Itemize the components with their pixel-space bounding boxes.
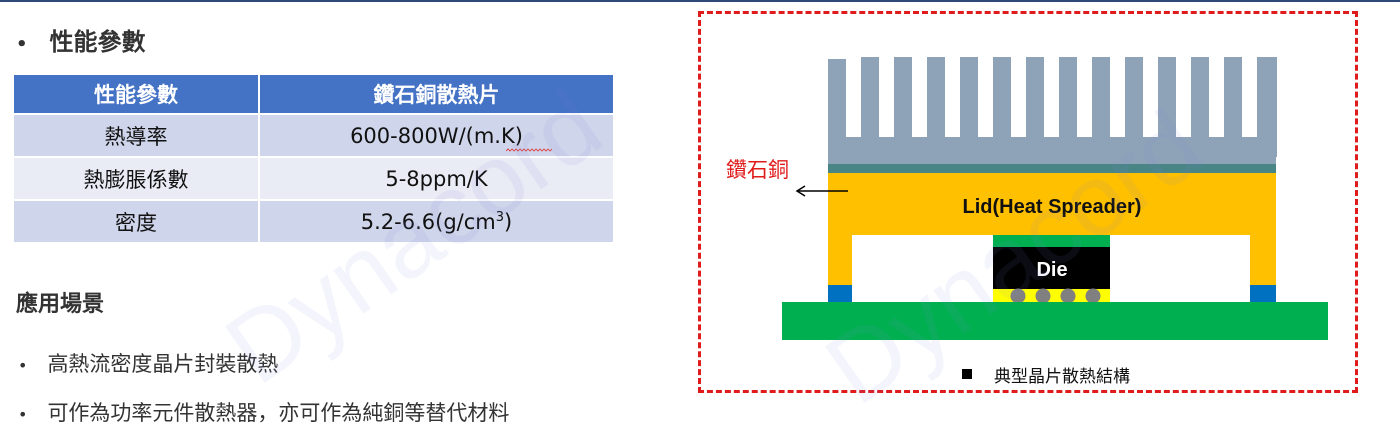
square-bullet-icon <box>962 369 972 379</box>
cell: 熱導率 <box>12 113 260 158</box>
cell: 熱膨脹係數 <box>12 156 260 201</box>
die-tim <box>993 235 1110 247</box>
die <box>993 247 1110 289</box>
paren: ) <box>504 209 513 234</box>
diagram-caption: 典型晶片散熱結構 <box>994 367 1130 387</box>
top-border <box>0 0 1400 2</box>
thermal-interface-layer <box>828 164 1276 173</box>
diagram-frame <box>698 11 1358 393</box>
header-cell: 性能參數 <box>12 73 260 115</box>
heatsink-fin <box>960 57 978 157</box>
heatsink-fin <box>1026 57 1044 157</box>
material-label: 鑽石銅 <box>726 158 789 182</box>
heatsink-fin <box>1224 57 1242 157</box>
list-item: •可作為功率元件散熱器，亦可作為純銅等替代材料 <box>18 401 510 425</box>
heatsink-fin <box>927 57 945 157</box>
heatsink-fin <box>993 57 1011 157</box>
applications-title: 應用場景 <box>16 292 105 317</box>
solder-ball <box>1010 288 1026 304</box>
substrate <box>782 302 1328 340</box>
die-label: Die <box>1036 259 1067 281</box>
header-cell: 鑽石銅散熱片 <box>258 73 615 115</box>
section-title: •性能參數 <box>16 28 146 56</box>
cell: 密度 <box>12 199 260 244</box>
cell: 600-800W/(m.K) <box>258 113 615 158</box>
list-item-text: 高熱流密度晶片封裝散熱 <box>47 352 279 376</box>
heatsink-fin <box>1092 57 1110 157</box>
heatsink-fin <box>1125 57 1143 157</box>
list-item: •高熱流密度晶片封裝散熱 <box>18 352 279 376</box>
solder-ball <box>1035 288 1051 304</box>
heatsink-fin <box>1158 57 1176 157</box>
lid-label: Lid(Heat Spreader) <box>963 196 1142 218</box>
superscript: 3 <box>495 209 505 225</box>
list-item-text: 可作為功率元件散熱器，亦可作為純銅等替代材料 <box>47 401 510 425</box>
table-row: 熱導率 600-800W/(m.K) <box>12 113 615 158</box>
thermal-conductivity-value: 600-800W/(m.K) <box>350 123 523 148</box>
heatsink <box>828 57 1277 159</box>
heatsink-fin <box>861 57 879 157</box>
heatsink-fin <box>1059 57 1077 157</box>
cell: 5-8ppm/K <box>258 156 615 201</box>
density-value: 5.2-6.6(g/cm <box>360 209 496 234</box>
heatsink-fin <box>1257 57 1277 157</box>
heatsink-base <box>828 137 1276 164</box>
heatsink-fin <box>894 57 912 157</box>
solder-ball <box>1085 288 1101 304</box>
solder-balls <box>1010 288 1101 304</box>
seal-right <box>1250 285 1276 302</box>
heatsink-fin <box>828 59 846 159</box>
spellcheck-underline <box>506 148 552 152</box>
seal-left <box>828 285 852 302</box>
section-title-text: 性能參數 <box>49 28 146 56</box>
cell: 5.2-6.6(g/cm3) <box>258 199 615 244</box>
arrow-head-icon <box>795 185 806 197</box>
solder-ball <box>1060 288 1076 304</box>
heatsink-fin <box>1191 57 1209 157</box>
